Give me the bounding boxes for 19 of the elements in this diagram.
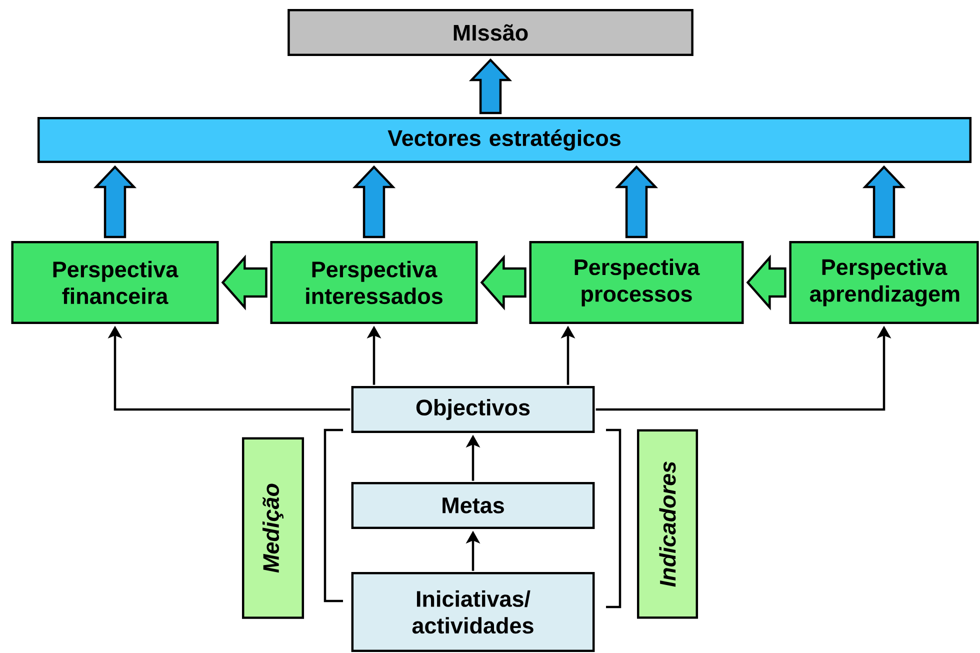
side-label-box: Indicadores xyxy=(636,429,698,619)
block-arrow xyxy=(480,254,526,310)
perspective-box: Perspectiva interessados xyxy=(270,241,478,324)
block-arrow xyxy=(93,165,137,238)
block-arrow xyxy=(468,58,512,114)
perspective-box: Perspectiva aprendizagem xyxy=(789,241,979,324)
goals-box: Metas xyxy=(351,482,595,530)
block-arrow xyxy=(352,165,396,238)
objectives-box: Objectivos xyxy=(351,386,595,434)
mission-box: MIssão xyxy=(288,8,694,56)
block-arrow xyxy=(746,254,786,310)
side-label-box: Medição xyxy=(242,437,304,619)
strategy-bar: Vectores estratégicos xyxy=(37,116,972,164)
block-arrow xyxy=(614,165,658,238)
initiatives-box: Iniciativas/ actividades xyxy=(351,572,595,652)
block-arrow xyxy=(221,254,268,310)
block-arrow xyxy=(862,165,906,238)
perspective-box: Perspectiva processos xyxy=(529,241,744,324)
perspective-box: Perspectiva financeira xyxy=(11,241,219,324)
